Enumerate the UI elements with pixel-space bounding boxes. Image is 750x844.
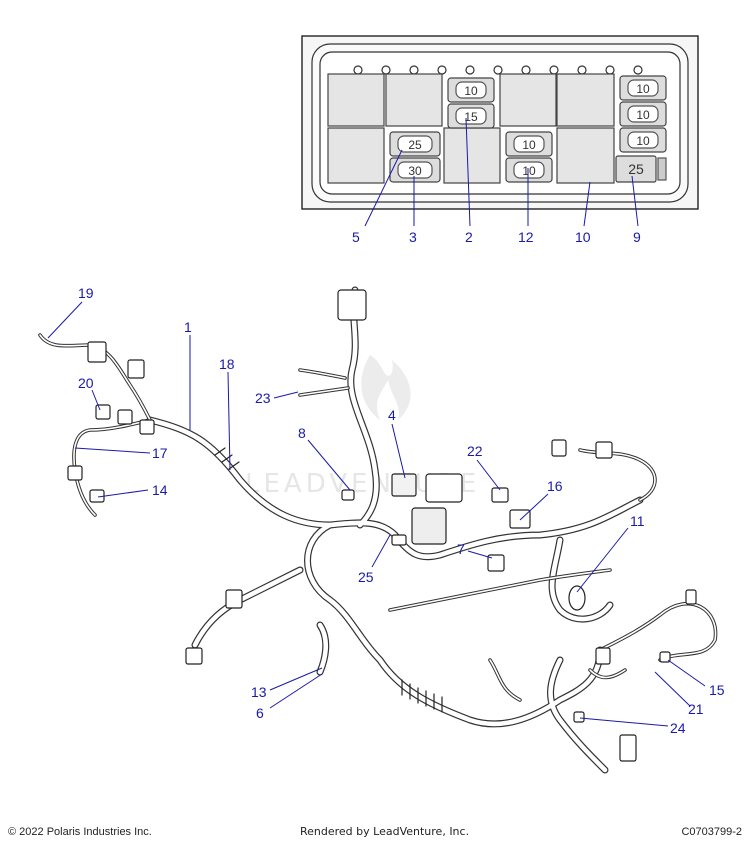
callout-7: 7 xyxy=(457,541,465,557)
callout-24: 24 xyxy=(670,720,686,736)
connectors xyxy=(67,289,697,762)
fuse-label: 10 xyxy=(522,138,536,152)
fuse-label: 25 xyxy=(628,161,644,177)
callout-18: 18 xyxy=(219,356,235,372)
diagram-id: C0703799-2 xyxy=(681,826,742,838)
callout-1: 1 xyxy=(184,319,192,335)
callout-25: 25 xyxy=(358,569,374,585)
callout-22: 22 xyxy=(467,443,483,459)
fuse-label: 10 xyxy=(636,108,650,122)
callout-10: 10 xyxy=(575,229,591,245)
callout-3: 3 xyxy=(409,229,417,245)
callout-13: 13 xyxy=(251,684,267,700)
callout-11: 11 xyxy=(630,513,645,529)
fuse-label: 10 xyxy=(522,164,536,178)
callout-12: 12 xyxy=(518,229,534,245)
callout-5: 5 xyxy=(352,229,360,245)
fuse-label: 25 xyxy=(408,138,422,152)
fuse-label: 10 xyxy=(464,84,478,98)
callout-6: 6 xyxy=(256,705,264,721)
callout-19: 19 xyxy=(78,285,94,301)
fuse-box xyxy=(301,35,699,210)
callout-9: 9 xyxy=(633,229,641,245)
harness-callouts: 19 1 18 20 17 14 23 8 4 22 16 11 7 25 13… xyxy=(78,285,725,736)
callout-20: 20 xyxy=(78,375,94,391)
callout-8: 8 xyxy=(298,425,306,441)
fuse-label: 15 xyxy=(464,110,478,124)
callout-16: 16 xyxy=(547,478,563,494)
fuse-labels: 10 15 25 30 10 10 10 10 10 25 xyxy=(408,82,650,178)
fuse-label: 30 xyxy=(408,164,422,178)
wiring-harness xyxy=(38,286,718,774)
fuse-box-leaders xyxy=(364,117,639,227)
callout-21: 21 xyxy=(688,701,704,717)
callout-4: 4 xyxy=(388,407,396,423)
fuse-box-callouts: 5 3 2 12 10 9 xyxy=(352,229,641,245)
callout-23: 23 xyxy=(255,390,271,406)
rendered-by-text: Rendered by LeadVenture, Inc. xyxy=(300,825,470,838)
fuse-label: 10 xyxy=(636,134,650,148)
fuse-label: 10 xyxy=(636,82,650,96)
callout-17: 17 xyxy=(152,445,168,461)
callout-2: 2 xyxy=(465,229,473,245)
harness-leaders xyxy=(47,301,706,727)
callout-14: 14 xyxy=(152,482,168,498)
callout-15: 15 xyxy=(709,682,725,698)
relays xyxy=(327,73,615,184)
copyright-text: © 2022 Polaris Industries Inc. xyxy=(8,826,152,838)
